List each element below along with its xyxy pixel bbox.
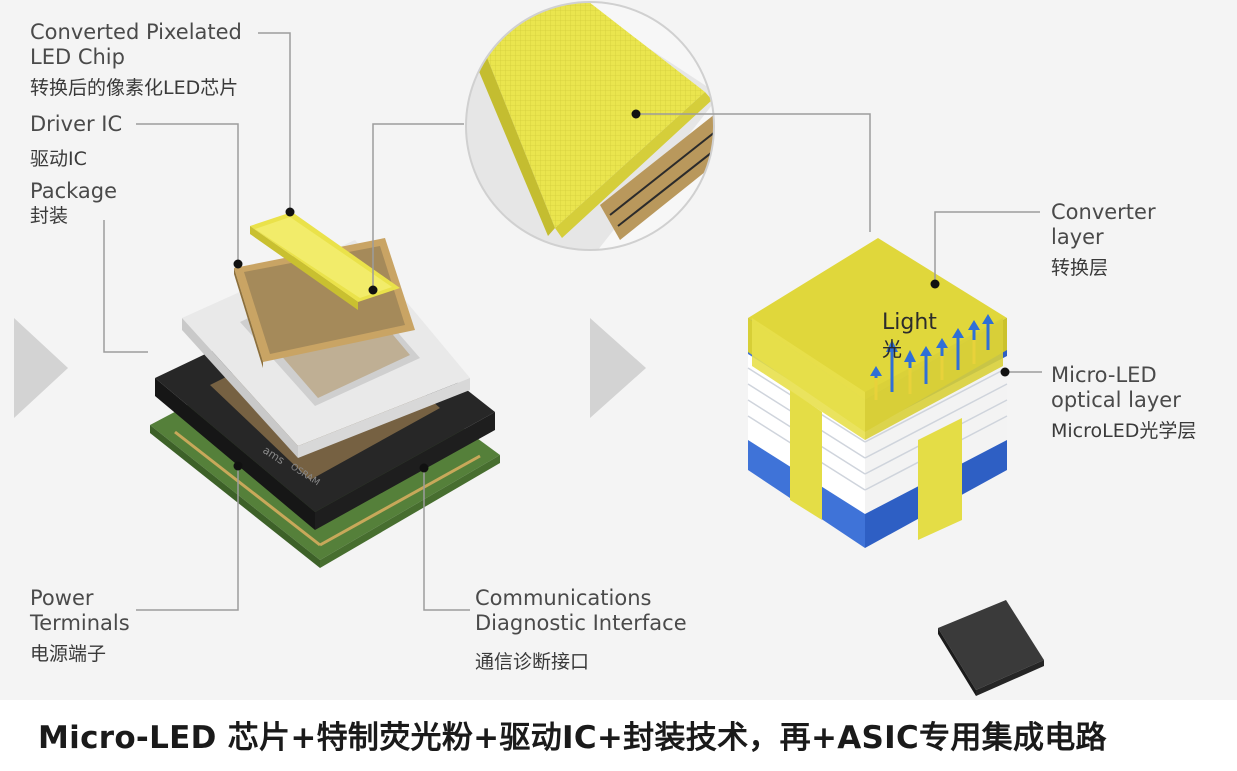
label-driver-ic: Driver IC 驱动IC <box>30 112 122 172</box>
microled-layer-cn: MicroLED光学层 <box>1051 420 1197 442</box>
driver-ic-en: Driver IC <box>30 112 123 136</box>
label-package: Package 封装 <box>30 179 117 229</box>
comm-interface-cn: 通信诊断接口 <box>475 651 590 673</box>
driver-ic-cn: 驱动IC <box>30 148 87 170</box>
power-terminals-line2: Terminals <box>30 611 130 635</box>
zoom-detail-circle <box>465 1 715 251</box>
package-en: Package <box>30 179 118 203</box>
comm-interface-line1: Communications <box>475 586 652 610</box>
microled-layer-line1: Micro-LED <box>1051 363 1157 387</box>
left-chevron-icon <box>14 318 68 418</box>
asic-chip <box>938 600 1044 696</box>
comm-interface-line2: Diagnostic Interface <box>475 611 687 635</box>
label-converter-layer: Converter layer 转换层 <box>1051 200 1156 281</box>
converter-layer-cn: 转换层 <box>1051 257 1109 279</box>
microled-layer-line2: optical layer <box>1051 388 1181 412</box>
callout-dots <box>233 109 1010 473</box>
converted-chip-cn: 转换后的像素化LED芯片 <box>30 77 239 99</box>
package-cn: 封装 <box>30 205 69 227</box>
bottom-caption: Micro-LED 芯片+特制荧光粉+驱动IC+封装技术，再+ASIC专用集成电… <box>38 720 1107 756</box>
label-microled-layer: Micro-LED optical layer MicroLED光学层 <box>1051 363 1196 444</box>
power-terminals-line1: Power <box>30 586 94 610</box>
converted-chip-line1: Converted Pixelated <box>30 20 242 44</box>
converted-chip-line2: LED Chip <box>30 45 125 69</box>
caption-bar <box>0 700 1237 771</box>
microled-cube <box>747 238 1008 548</box>
diagram-artwork: ams OSRAM <box>14 1 1044 696</box>
label-light: Light 光 <box>882 310 937 362</box>
callout-lines <box>103 32 1042 611</box>
label-converted-chip: Converted Pixelated LED Chip 转换后的像素化LED芯… <box>30 20 242 101</box>
light-en: Light <box>882 310 937 335</box>
power-terminals-cn: 电源端子 <box>30 643 107 665</box>
light-cn: 光 <box>882 337 902 361</box>
label-comm-interface: Communications Diagnostic Interface 通信诊断… <box>475 586 687 675</box>
middle-chevron-icon <box>590 318 646 418</box>
exploded-chip-stack: ams OSRAM <box>150 212 500 568</box>
converter-layer-line1: Converter <box>1051 200 1156 224</box>
label-power-terminals: Power Terminals 电源端子 <box>30 586 130 667</box>
converter-layer-line2: layer <box>1051 225 1104 249</box>
